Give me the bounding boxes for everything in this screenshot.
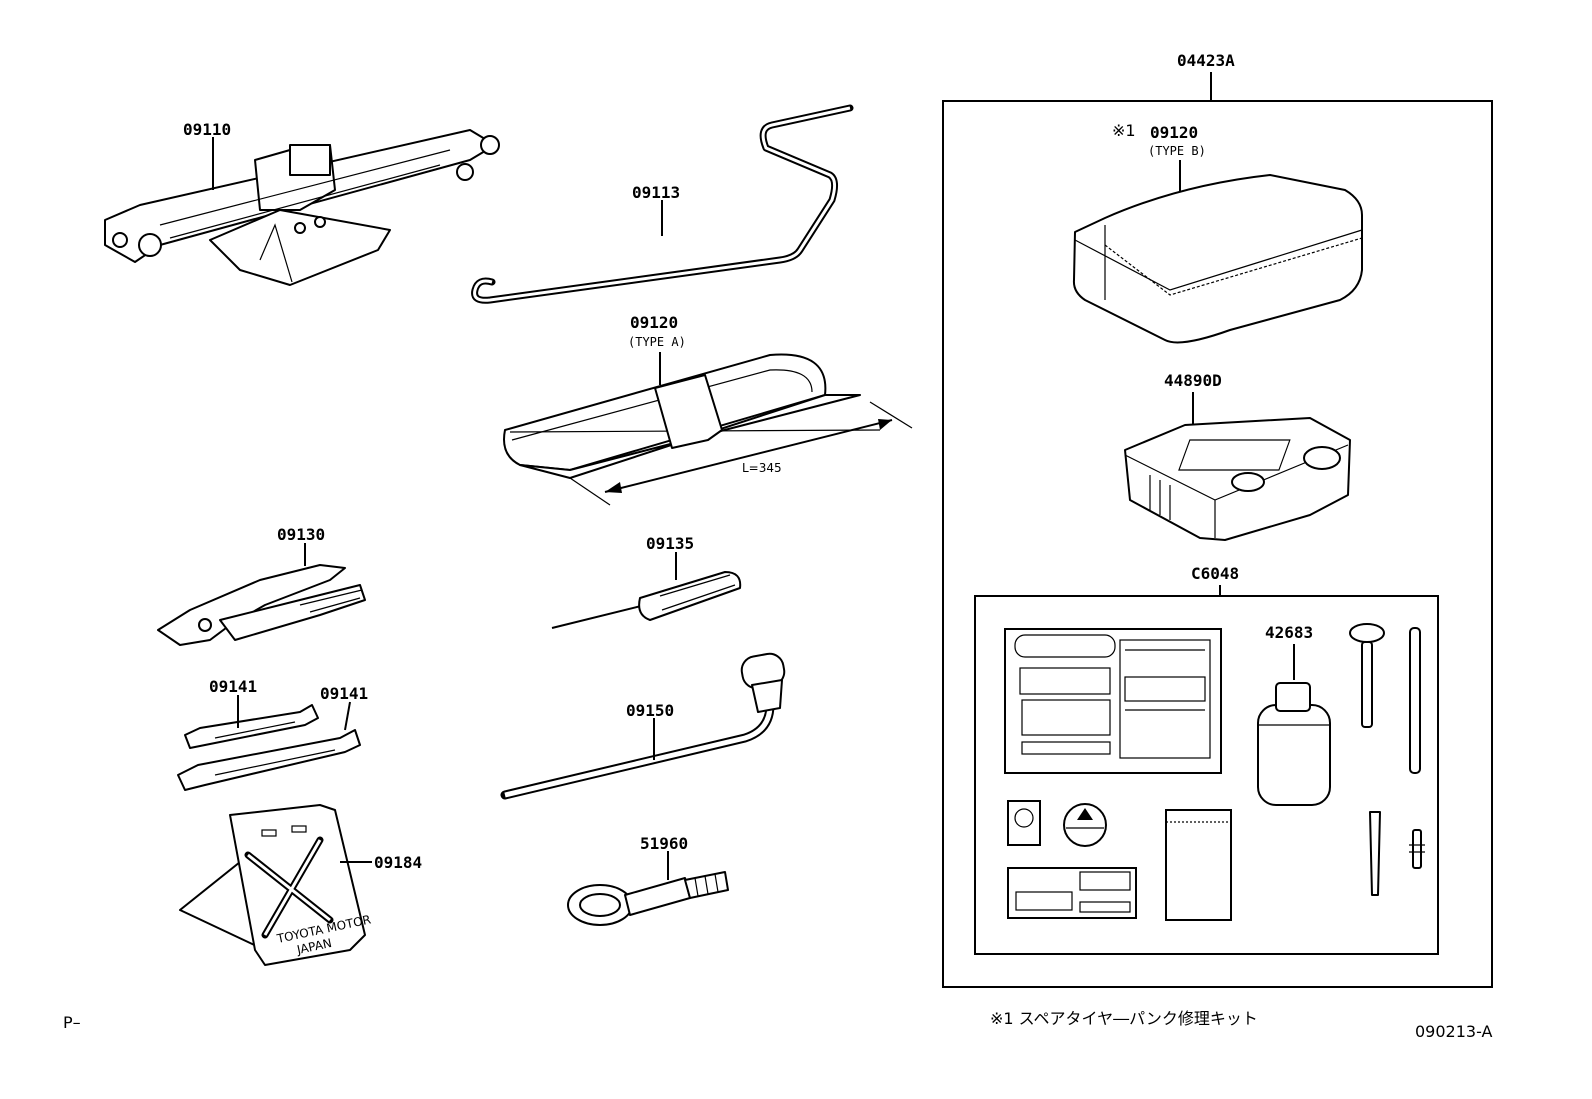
tool-bag-a-drawing — [503, 353, 881, 479]
valve-core-tool-drawing — [1369, 811, 1381, 896]
label-tool-bag-a: 09120 — [630, 313, 678, 332]
label-tool-bag-a-type: (TYPE A) — [628, 335, 686, 349]
valve-core-drawing — [1409, 829, 1425, 869]
label-wrench-1: 09141 — [209, 677, 257, 696]
sealant-set-frame — [974, 595, 1439, 955]
repair-kit-frame — [942, 100, 1493, 988]
footnote: ※1 スペアタイヤ―パンク修理キット — [990, 1009, 1258, 1028]
warning-sticker-drawing — [1063, 803, 1107, 847]
dimension-line — [569, 401, 913, 506]
label-wheel-wrench: 09150 — [626, 701, 674, 720]
label-sealant-set: C6048 — [1191, 564, 1239, 583]
pliers-drawing — [157, 564, 366, 646]
label-wrench-2: 09141 — [320, 684, 368, 703]
kit-marker: ※1 — [1112, 121, 1136, 140]
label-triangle-sign: 09184 — [374, 853, 422, 872]
compressor-drawing — [1124, 417, 1351, 541]
label-tool-bag-b-type: (TYPE B) — [1148, 144, 1206, 158]
label-jack-handle: 09113 — [632, 183, 680, 202]
tool-bag-b-drawing — [1072, 174, 1363, 344]
label-towing-eye: 51960 — [640, 834, 688, 853]
leader-wrench-2 — [344, 701, 351, 731]
label-sealant-bottle: 42683 — [1265, 623, 1313, 642]
wheel-wrench-drawing — [500, 652, 786, 800]
envelope-drawing — [1165, 809, 1232, 921]
sealant-bottle-drawing — [1257, 682, 1331, 806]
label-compressor: 44890D — [1164, 371, 1222, 390]
label-tool-bag-length: L=345 — [742, 461, 782, 475]
label-pliers: 09130 — [277, 525, 325, 544]
label-jack: 09110 — [183, 120, 231, 139]
hose-drawing — [1409, 627, 1421, 774]
screwdriver-drawing — [551, 571, 742, 629]
label-tool-bag-b: 09120 — [1150, 123, 1198, 142]
valve-tool-drawing — [1349, 623, 1385, 728]
label-card-drawing — [1007, 867, 1137, 919]
label-screwdriver: 09135 — [646, 534, 694, 553]
drawing-code: 090213-A — [1415, 1022, 1493, 1041]
left-code: P– — [63, 1013, 81, 1032]
towing-eye-drawing — [567, 871, 729, 926]
wrenches-drawing — [177, 704, 361, 791]
speed-sticker-drawing — [1007, 800, 1041, 846]
label-repair-kit: 04423A — [1177, 51, 1235, 70]
warning-triangle-drawing — [179, 804, 366, 966]
instruction-sheet-drawing — [1004, 628, 1222, 774]
scissor-jack-drawing — [104, 129, 500, 286]
